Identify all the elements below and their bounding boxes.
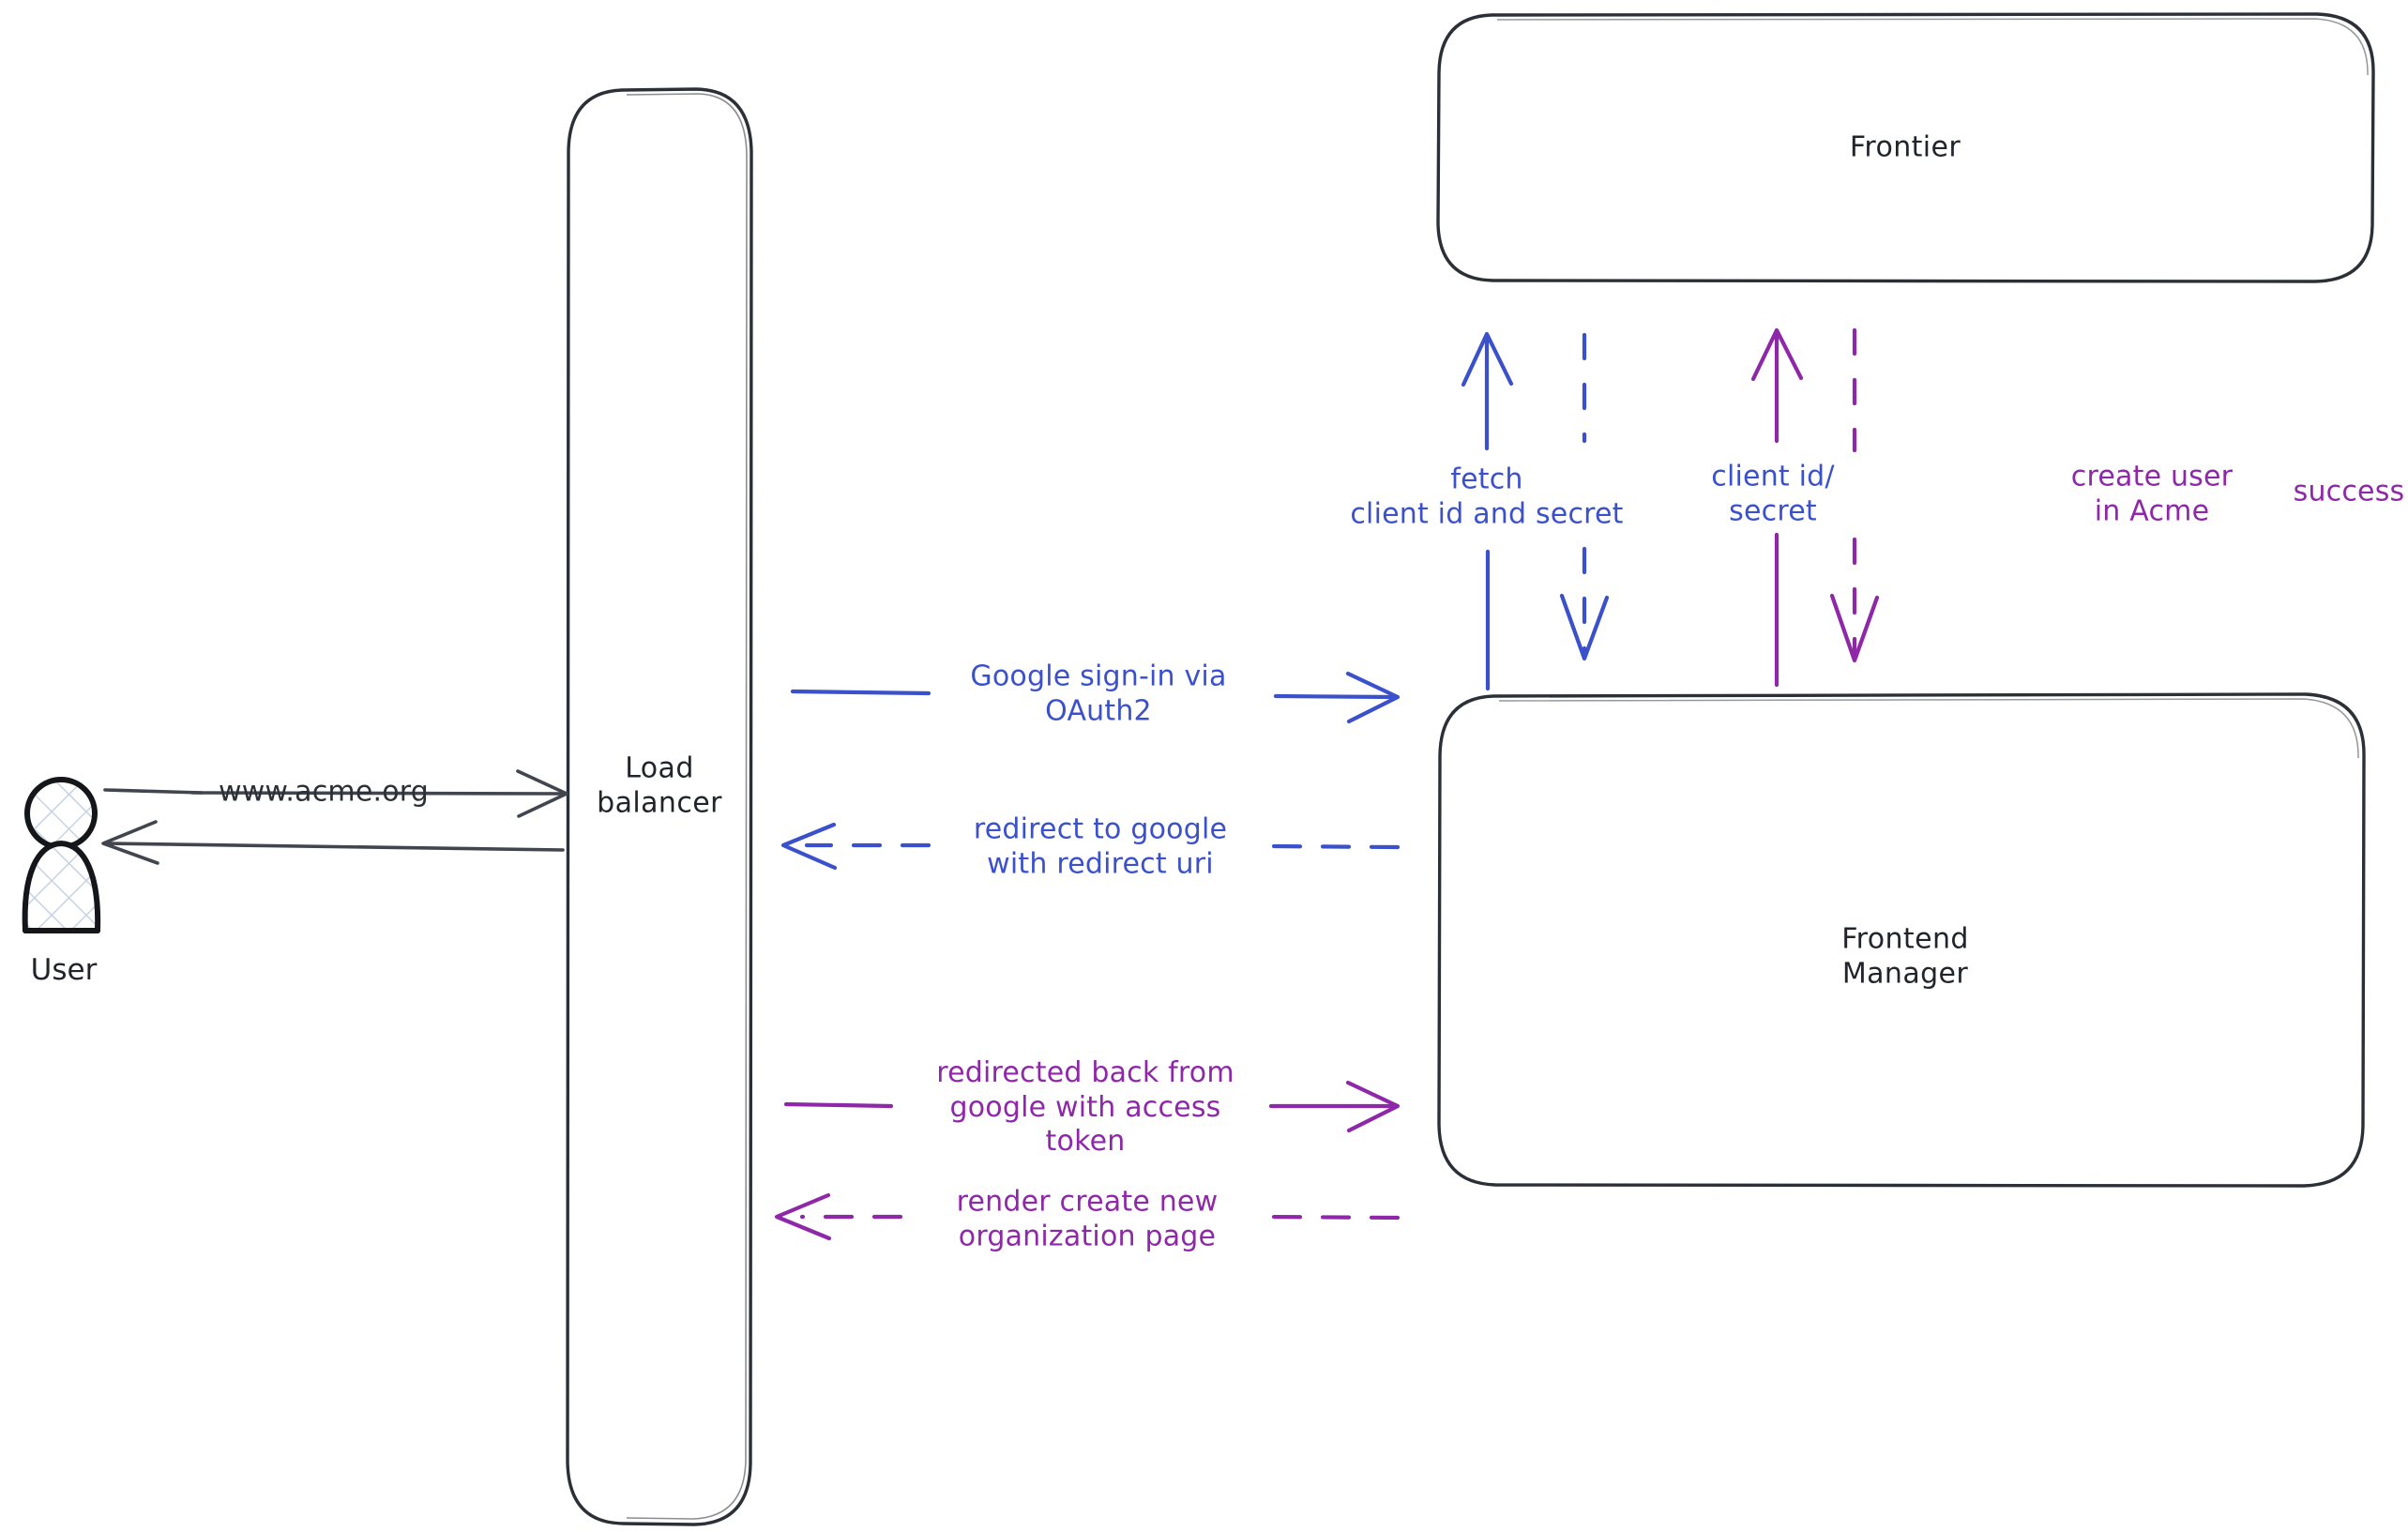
- edge-fm-to-lb-redirect: [780, 822, 1401, 871]
- edge-frontier-to-fm-creds: [1559, 332, 1610, 661]
- edge-user-to-lb: [103, 769, 568, 818]
- actor-user-icon: [22, 777, 101, 933]
- edge-fm-to-lb-render: [774, 1192, 1401, 1241]
- edge-lb-to-fm-signin: [790, 671, 1401, 724]
- edge-lb-to-user: [101, 820, 565, 865]
- edge-frontier-to-fm-success: [1829, 327, 1880, 663]
- edge-fm-to-frontier-fetch: [1461, 331, 1514, 691]
- node-frontend-manager[interactable]: [1437, 692, 2366, 1188]
- edge-lb-to-fm-token: [783, 1080, 1401, 1133]
- node-frontier[interactable]: [1436, 12, 2375, 283]
- node-load-balancer[interactable]: [566, 87, 753, 1526]
- edge-fm-to-frontier-create-user: [1750, 327, 1804, 688]
